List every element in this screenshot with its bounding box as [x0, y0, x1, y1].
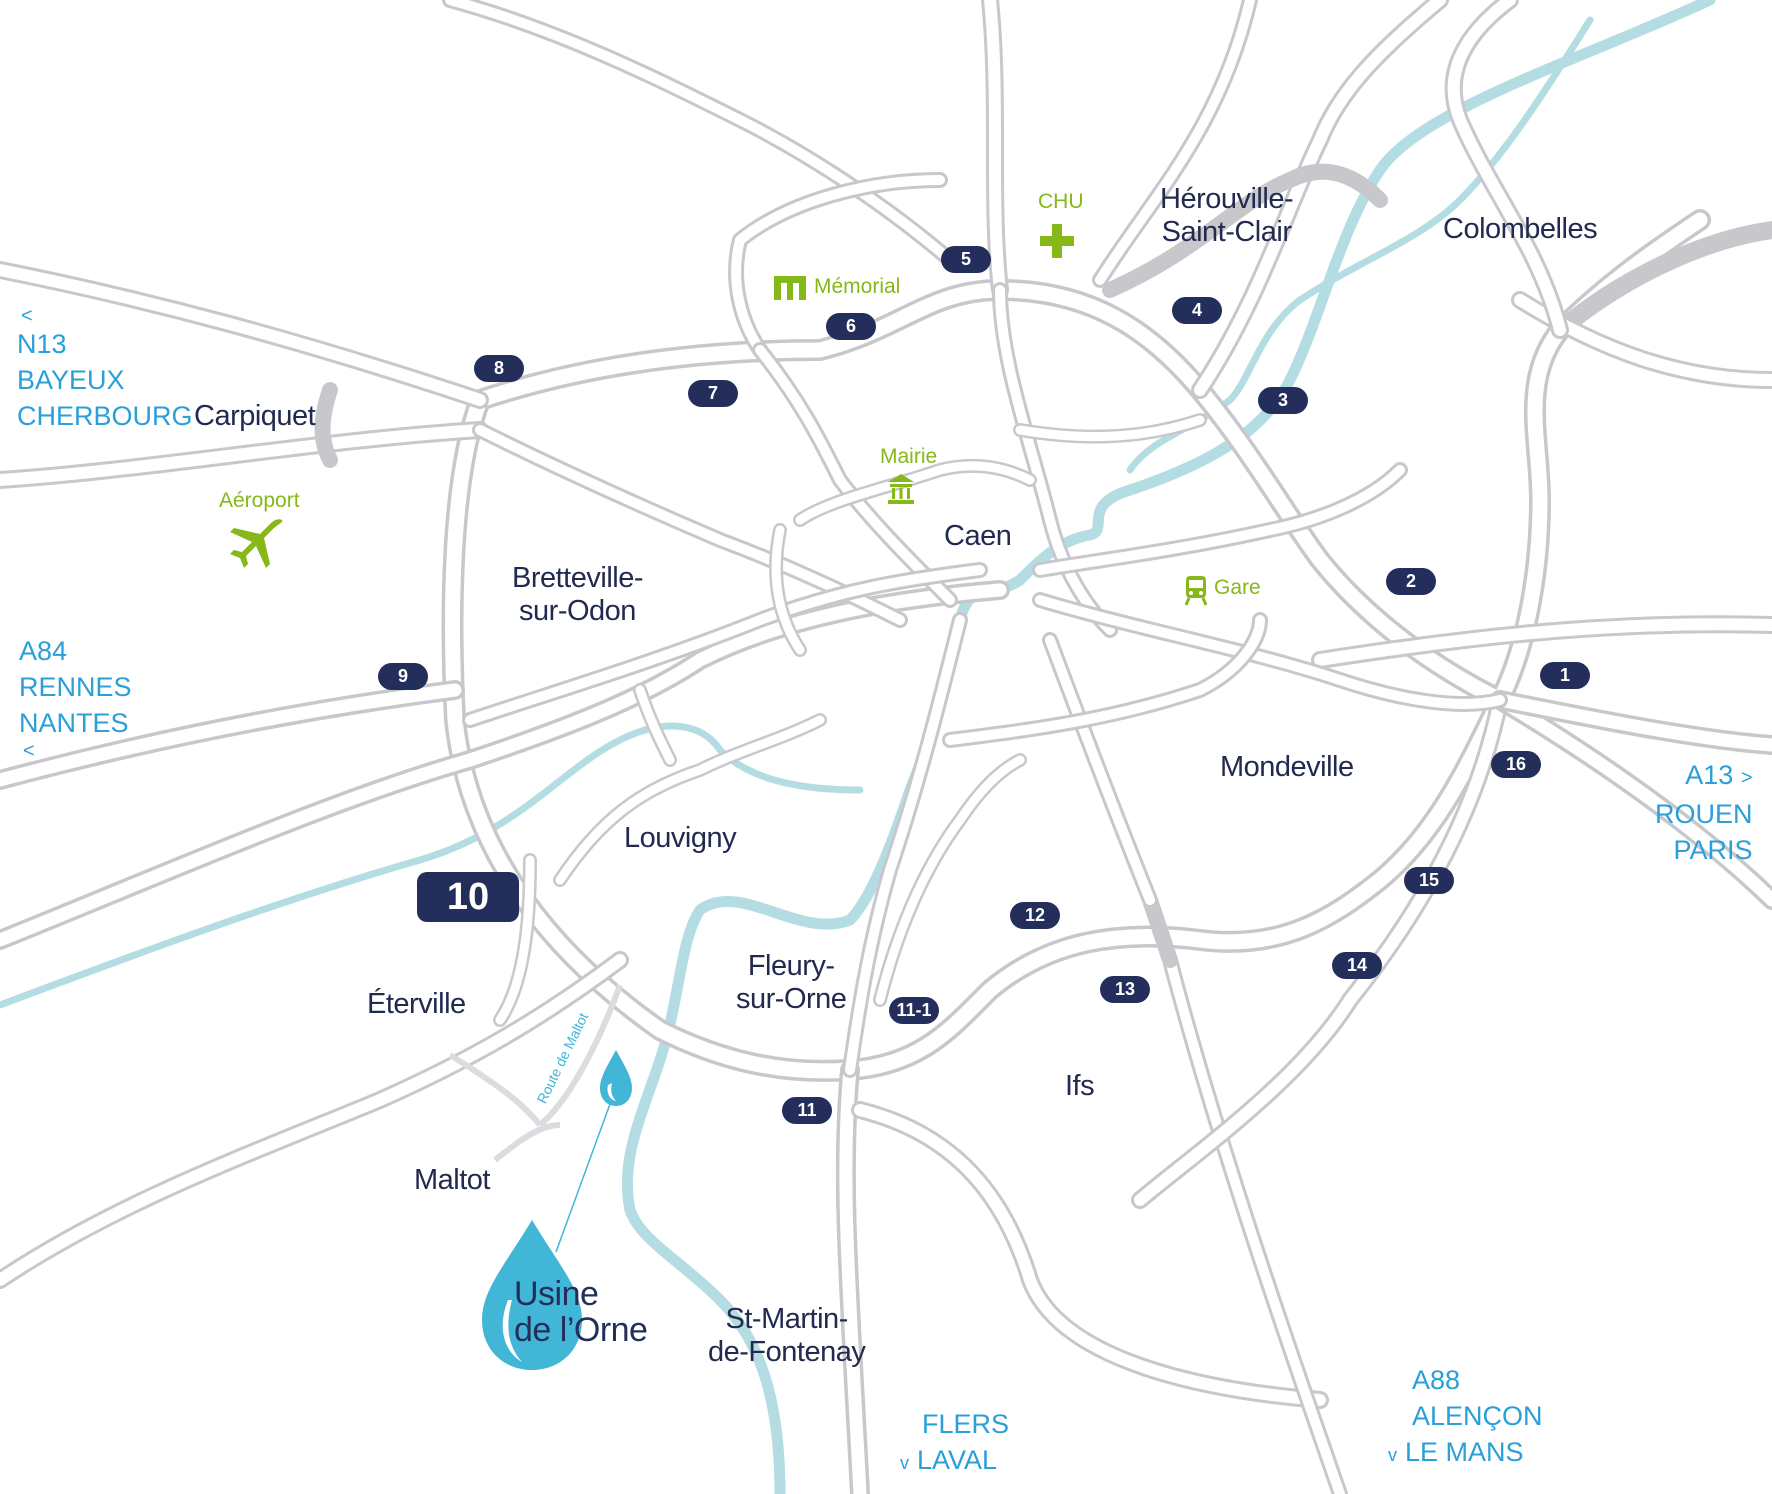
destination-a13-line2: ROUEN [1655, 799, 1753, 829]
town-louvigny: Louvigny [624, 822, 737, 854]
poi-aeroport-label: Aéroport [219, 489, 300, 512]
destination-a13-arrow: > [1740, 767, 1753, 789]
poi-chu-label: CHU [1038, 190, 1084, 213]
exit-badge-15: 15 [1404, 867, 1454, 894]
town-fleury-line2: sur-Orne [736, 983, 847, 1015]
town-maltot: Maltot [414, 1164, 490, 1196]
exit-badge-6: 6 [826, 313, 876, 340]
destination-flers-line1: FLERS [922, 1409, 1010, 1439]
destination-flers-arrow: v [900, 1453, 909, 1473]
exit-badge-1: 1 [1540, 662, 1590, 689]
town-bretteville-line2: sur-Odon [519, 595, 636, 627]
destination-a13: A13 > ROUEN PARIS [1655, 757, 1753, 868]
exit-badge-9: 9 [378, 663, 428, 690]
water-drop-icon [600, 1050, 632, 1106]
exit-badge-11: 11 [782, 1097, 832, 1124]
poi-memorial-label: Mémorial [814, 275, 901, 298]
town-herouville: Hérouville- Saint-Clair [1160, 183, 1294, 249]
exit-badge-3: 3 [1258, 387, 1308, 414]
town-hall-icon [888, 474, 914, 504]
town-st-martin: St-Martin- de-Fontenay [708, 1303, 866, 1369]
destination-a13-line3: PARIS [1673, 835, 1753, 865]
town-caen: Caen [944, 520, 1012, 552]
destination-a84-line2: RENNES [19, 672, 132, 702]
town-bretteville: Bretteville- sur-Odon [512, 562, 644, 628]
town-fleury-line1: Fleury- [747, 950, 835, 982]
exit-badge-5: 5 [941, 246, 991, 273]
destination-a88-arrow: v [1388, 1445, 1397, 1465]
exit-badge-14: 14 [1332, 952, 1382, 979]
destination-n13-arrow: < [21, 305, 33, 327]
memorial-m-icon [774, 276, 806, 300]
train-icon [1185, 576, 1207, 606]
destination-n13-line2: BAYEUX [17, 365, 125, 395]
town-carpiquet: Carpiquet [194, 400, 316, 432]
exit-badge-11-1: 11-1 [889, 997, 939, 1024]
exit-badge-2: 2 [1386, 568, 1436, 595]
exit-badge-10-highlight: 10 [417, 872, 519, 922]
site-name-line2: de l’Orne [514, 1311, 648, 1349]
destination-n13-line1: N13 [17, 329, 67, 359]
town-st-martin-line2: de-Fontenay [708, 1336, 866, 1368]
exit-badge-12: 12 [1010, 902, 1060, 929]
destination-n13: < N13 BAYEUX CHERBOURG [17, 306, 193, 434]
town-herouville-line2: Saint-Clair [1161, 216, 1292, 248]
site-leader-line [555, 1092, 615, 1253]
exit-badge-16: 16 [1491, 751, 1541, 778]
destination-n13-line3: CHERBOURG [17, 401, 193, 431]
town-eterville: Éterville [367, 988, 466, 1020]
destination-a84-line3: NANTES [19, 708, 129, 738]
town-colombelles: Colombelles [1443, 213, 1598, 245]
town-mondeville: Mondeville [1220, 751, 1354, 783]
town-herouville-line1: Hérouville- [1160, 183, 1294, 215]
destination-a88-line1: A88 [1412, 1365, 1461, 1395]
destination-a84: A84 RENNES NANTES < [19, 633, 132, 761]
destination-a84-arrow: < [23, 740, 35, 762]
airplane-icon [230, 519, 283, 568]
destination-a84-line1: A84 [19, 636, 68, 666]
exit-badge-4: 4 [1172, 297, 1222, 324]
site-name-line1: Usine [514, 1275, 599, 1313]
destination-a13-line1: A13 > [1685, 760, 1753, 790]
exit-badge-7: 7 [688, 380, 738, 407]
site-name: Usine de l’Orne [514, 1275, 648, 1349]
town-st-martin-line1: St-Martin- [725, 1303, 849, 1335]
exit-badge-8: 8 [474, 355, 524, 382]
exit-badge-13: 13 [1100, 976, 1150, 1003]
town-fleury: Fleury- sur-Orne [736, 950, 847, 1016]
poi-gare-label: Gare [1214, 576, 1261, 599]
poi-mairie-label: Mairie [880, 445, 938, 468]
town-bretteville-line1: Bretteville- [512, 562, 644, 594]
destination-a88-line2: ALENÇON [1412, 1401, 1543, 1431]
cross-icon [1040, 224, 1074, 258]
town-ifs: Ifs [1065, 1070, 1095, 1102]
